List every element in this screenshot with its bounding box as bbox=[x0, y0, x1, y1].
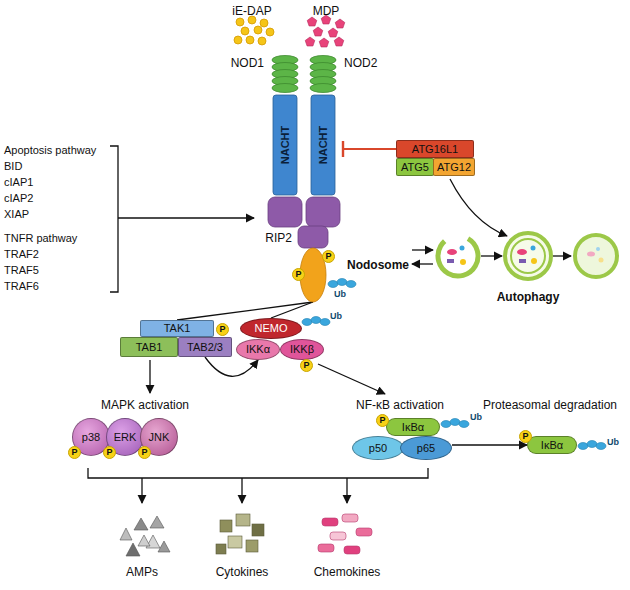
ikb-box: IκBα bbox=[386, 418, 440, 436]
atg-box: ATG5 bbox=[396, 158, 434, 176]
node-label: ATG16L1 bbox=[412, 143, 458, 155]
annotation-label: iE-DAP bbox=[232, 4, 271, 18]
lrr-domain bbox=[272, 84, 298, 93]
card-domain bbox=[268, 197, 302, 227]
card-domain bbox=[306, 197, 340, 227]
annotation-label: AMPs bbox=[126, 565, 158, 579]
card-domain bbox=[298, 226, 328, 248]
protein-name: RIP2 bbox=[265, 232, 292, 245]
autophagosomes bbox=[431, 229, 617, 284]
phospho-mark: P bbox=[68, 446, 81, 459]
adaptor-box: TAB2/3 bbox=[178, 337, 232, 357]
domain-label: NACHT bbox=[279, 126, 291, 165]
pathway-item: TNFR pathway bbox=[4, 232, 77, 245]
mdp-ligands bbox=[305, 15, 345, 47]
node-label: IKKα bbox=[246, 343, 270, 355]
ubiquitin-label: Ub bbox=[607, 437, 619, 448]
node-label: TAB1 bbox=[136, 341, 163, 353]
node-label: ATG5 bbox=[401, 161, 429, 173]
ubiquitin-label: Ub bbox=[334, 289, 346, 300]
node-label: ATG12 bbox=[437, 161, 471, 173]
signal-connector bbox=[177, 302, 313, 320]
node-label: p38 bbox=[82, 431, 100, 443]
signal-connector bbox=[271, 302, 313, 318]
ikb-box: IκBα bbox=[527, 436, 577, 454]
pathway-item: TRAF2 bbox=[4, 248, 39, 261]
atg-box: ATG16L1 bbox=[396, 140, 474, 158]
section-label: Autophagy bbox=[497, 290, 560, 304]
lrr-domain bbox=[310, 84, 336, 93]
nod2-receptor: NOD2NACHT bbox=[306, 55, 340, 227]
node-label: p65 bbox=[417, 442, 435, 454]
phospho-mark: P bbox=[216, 323, 229, 336]
rip2-shape bbox=[298, 226, 328, 302]
domain-label: NACHT bbox=[317, 126, 329, 165]
node-label: IKKβ bbox=[290, 343, 314, 355]
phospho-mark: P bbox=[376, 414, 389, 427]
receptor-name: NOD1 bbox=[231, 57, 264, 70]
ie-dap-ligands bbox=[234, 16, 274, 45]
node-label: TAK1 bbox=[164, 322, 191, 334]
phospho-mark: P bbox=[103, 446, 116, 459]
nod1-receptor: NOD1NACHT bbox=[268, 55, 302, 227]
adaptor-box: TAB1 bbox=[120, 337, 178, 357]
node-label: IκBα bbox=[541, 439, 563, 451]
nemo-ellipse: NEMO bbox=[240, 318, 302, 339]
kinase-box: TAK1 bbox=[140, 320, 214, 337]
nfkb-subunit: p50 bbox=[352, 436, 404, 460]
annotation-label: Cytokines bbox=[216, 565, 269, 579]
phospho-mark: P bbox=[519, 430, 532, 443]
inhibition-line bbox=[343, 148, 396, 150]
ikk-ellipse: IKKβ bbox=[280, 339, 324, 360]
node-label: JNK bbox=[149, 431, 170, 443]
nacht-domain bbox=[273, 95, 297, 195]
section-label: Nodosome bbox=[347, 258, 409, 272]
node-label: NEMO bbox=[255, 322, 288, 334]
phospho-mark: P bbox=[292, 268, 305, 281]
phospho-mark: P bbox=[322, 250, 335, 263]
phospho-mark: P bbox=[300, 359, 313, 372]
ubiquitin-chains bbox=[302, 279, 606, 450]
pathway-item: BID bbox=[4, 160, 22, 173]
annotation-label: NF-κB activation bbox=[356, 398, 444, 412]
pathway-item: TRAF6 bbox=[4, 280, 39, 293]
signal-connector bbox=[205, 357, 258, 376]
rip2-kinase: RIP2 bbox=[298, 226, 328, 302]
amp-icons bbox=[120, 516, 170, 556]
signal-arrows bbox=[88, 360, 428, 503]
annotation-label: Proteasomal degradation bbox=[483, 398, 617, 412]
pathway-item: TRAF5 bbox=[4, 264, 39, 277]
cytokine-icons bbox=[216, 514, 264, 554]
annotation-label: MDP bbox=[313, 4, 340, 18]
pathway-item: Apoptosis pathway bbox=[4, 144, 96, 157]
pathway-item: cIAP1 bbox=[4, 176, 33, 189]
receptor-name: NOD2 bbox=[344, 57, 377, 70]
signal-connector bbox=[452, 444, 527, 445]
node-label: IκBα bbox=[402, 421, 424, 433]
annotation-label: MAPK activation bbox=[101, 398, 189, 412]
node-label: TAB2/3 bbox=[187, 341, 223, 353]
nfkb-subunit: p65 bbox=[400, 436, 452, 460]
nacht-domain bbox=[311, 95, 335, 195]
annotation-label: Chemokines bbox=[314, 565, 381, 579]
atg-box: ATG12 bbox=[433, 158, 475, 176]
ubiquitin-label: Ub bbox=[470, 412, 482, 423]
chemokine-icons bbox=[318, 514, 372, 554]
bracket-arrow bbox=[110, 146, 254, 292]
pathway-item: cIAP2 bbox=[4, 192, 33, 205]
phospho-mark: P bbox=[138, 446, 151, 459]
pathway-item: XIAP bbox=[4, 208, 29, 221]
node-label: ERK bbox=[114, 431, 137, 443]
ikk-ellipse: IKKα bbox=[236, 339, 280, 360]
inhibition-bar bbox=[342, 141, 344, 157]
node-label: p50 bbox=[369, 442, 387, 454]
ubiquitin-label: Ub bbox=[330, 311, 342, 322]
